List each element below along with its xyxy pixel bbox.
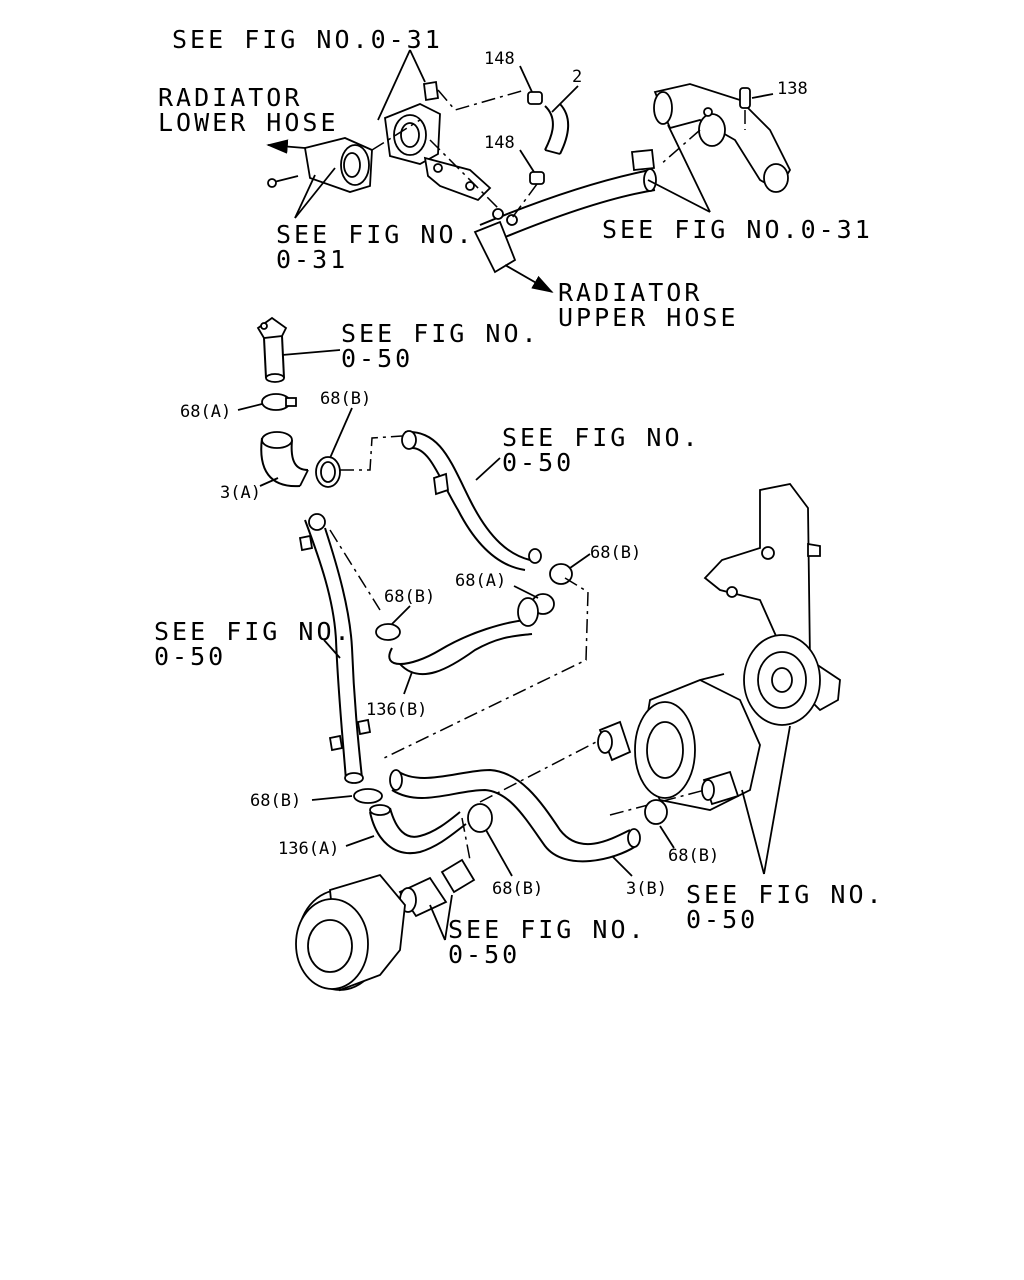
part-148-mid: 148 [484, 133, 515, 153]
reference-labels: SEE FIG NO.0-31 RADIATOR LOWER HOSE SEE … [154, 25, 885, 969]
part-68b-3: 68(B) [384, 587, 435, 607]
part-number-labels: 148 2 138 148 68(A) 68(B) 3(A) 68(B) 68(… [180, 49, 808, 899]
part-68a-2: 68(A) [455, 571, 506, 591]
fig-num-050-e: 0-50 [686, 905, 758, 934]
part-3a: 3(A) [220, 483, 261, 503]
fig-num-050-d: 0-50 [154, 642, 226, 671]
see-fig-b: SEE FIG NO. [341, 319, 540, 348]
part-68b-4: 68(B) [250, 791, 301, 811]
radiator-lower-label-2: LOWER HOSE [158, 108, 339, 137]
part-68b-5: 68(B) [492, 879, 543, 899]
see-fig-031-top: SEE FIG NO.0-31 [172, 25, 443, 54]
thermostat-housing-group [266, 80, 792, 293]
radiator-upper-label-2: UPPER HOSE [558, 303, 739, 332]
part-2: 2 [572, 67, 582, 87]
part-3b: 3(B) [626, 879, 667, 899]
fig-num-050-f: 0-50 [448, 940, 520, 969]
coolant-pipes-middle [256, 316, 589, 784]
fig-num-050-c: 0-50 [502, 448, 574, 477]
radiator-upper-label-1: RADIATOR [558, 278, 702, 307]
part-68a-1: 68(A) [180, 402, 231, 422]
part-148-top: 148 [484, 49, 515, 69]
part-136a: 136(A) [278, 839, 339, 859]
radiator-lower-label-1: RADIATOR [158, 83, 302, 112]
part-68b-1: 68(B) [320, 389, 371, 409]
see-fig-e: SEE FIG NO. [686, 880, 885, 909]
see-fig-c: SEE FIG NO. [502, 423, 701, 452]
see-fig-d: SEE FIG NO. [154, 617, 353, 646]
leader-lines-top [294, 49, 774, 219]
fig-num-050-b: 0-50 [341, 344, 413, 373]
part-136b: 136(B) [366, 700, 427, 720]
oil-cooler-lower [295, 483, 841, 992]
leader-lines-lower [237, 349, 791, 941]
see-fig-a: SEE FIG NO. [276, 220, 475, 249]
see-fig-f: SEE FIG NO. [448, 915, 647, 944]
part-138: 138 [777, 79, 808, 99]
see-fig-031-right: SEE FIG NO.0-31 [602, 215, 873, 244]
fig-num-031-a: 0-31 [276, 245, 348, 274]
part-68b-6: 68(B) [668, 846, 719, 866]
part-68b-2: 68(B) [590, 543, 641, 563]
